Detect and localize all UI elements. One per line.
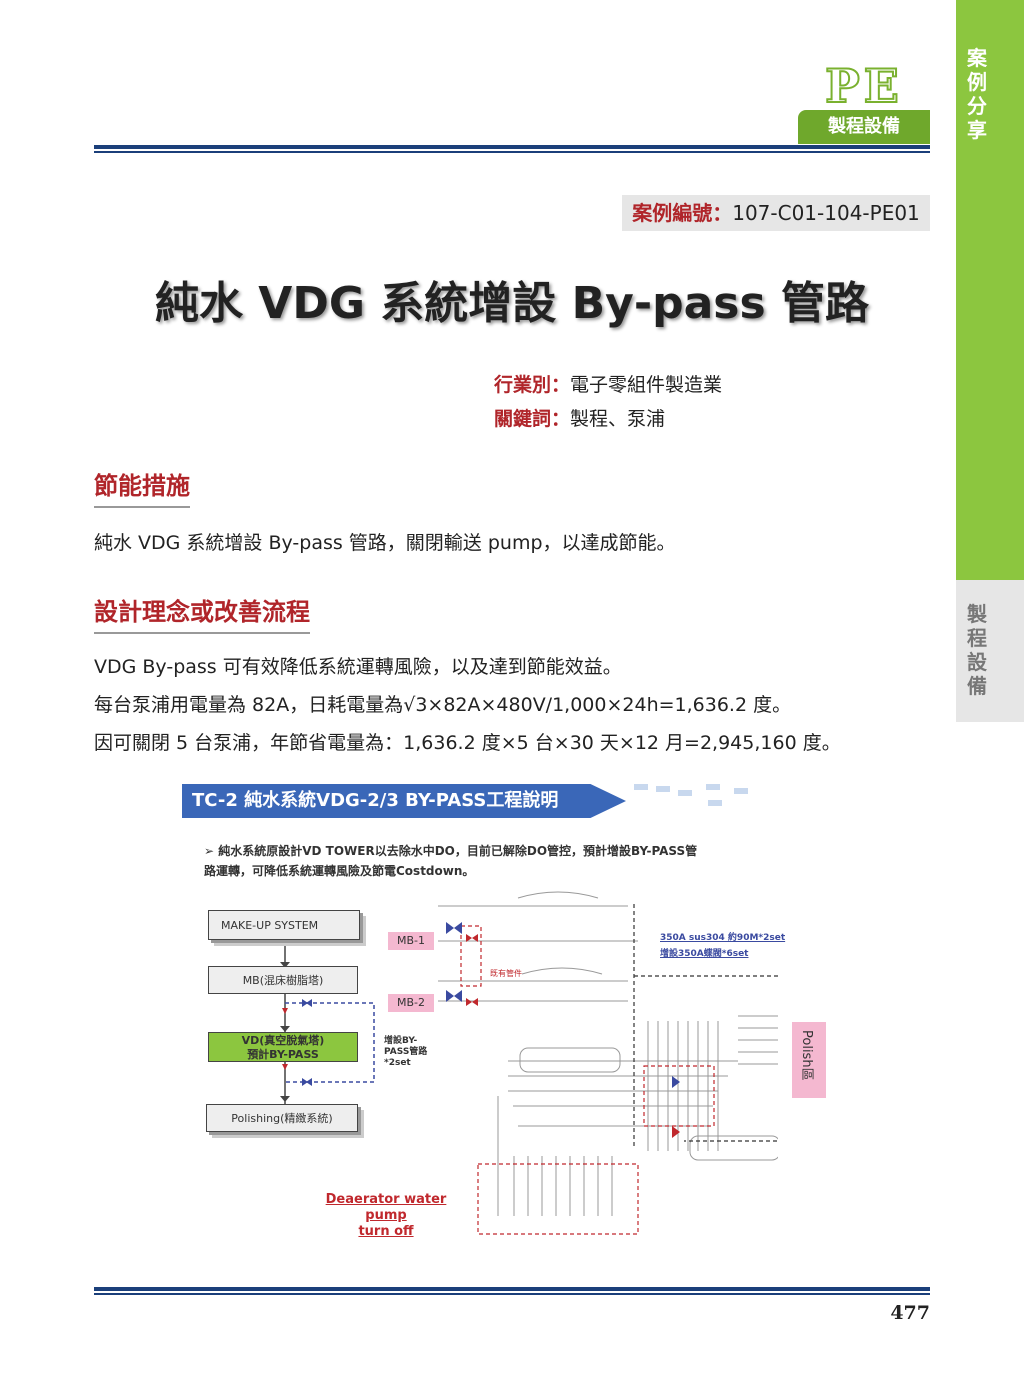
category-label: 製程設備 [798,110,930,144]
side-tab-inactive-bg [956,580,1024,722]
valve-note: 增設350A蝶閥*6set [660,949,749,959]
header-rule-thin [94,151,930,153]
design-line-2: 每台泵浦用電量為 82A，日耗電量為√3×82A×480V/1,000×24h=… [94,694,792,716]
figure-title: TC-2 純水系統VDG-2/3 BY-PASS工程說明 [182,784,626,818]
makeup-system-box: MAKE-UP SYSTEM [208,910,360,940]
section-heading-design: 設計理念或改善流程 [94,594,310,634]
vd-box: VD(真空脫氣塔)預計BY-PASS [208,1032,358,1062]
measures-text: 純水 VDG 系統增設 By-pass 管路，關閉輸送 pump，以達成節能。 [94,532,676,554]
page-number: 477 [890,1302,930,1324]
section-heading-measures: 節能措施 [94,468,190,508]
figure-bullet-1: ➢ 純水系統原設計VD TOWER以去除水中DO，目前已解除DO管控，預計增設B… [204,844,698,858]
figure-bullet-2: 路運轉，可降低系統運轉風險及節電Costdown。 [204,864,475,878]
bypass-note: 增設BY-PASS管路*2set [384,1036,428,1068]
case-number: 案例編號：107-C01-104-PE01 [622,195,930,231]
page-title: 純水 VDG 系統增設 By-pass 管路 [154,278,869,329]
pe-logo: PE [824,59,903,113]
header-rule [94,145,930,149]
mb-box: MB(混床樹脂塔) [208,966,358,994]
polish-tag: Polish區 [792,1022,826,1098]
side-tab-active[interactable]: 案例分享 [967,46,987,142]
design-line-3: 因可關閉 5 台泵浦，年節省電量為：1,636.2 度×5 台×30 天×12 … [94,732,841,754]
industry-meta: 行業別：電子零組件製造業 [494,374,723,396]
design-line-1: VDG By-pass 可有效降低系統運轉風險，以及達到節能效益。 [94,656,622,678]
existing-note: 既有管件 [490,969,522,978]
mb2-tag: MB-2 [388,994,434,1012]
polishing-box: Polishing(精緻系統) [206,1104,358,1132]
side-tab-active-bg [956,0,1024,580]
mb1-tag: MB-1 [388,932,434,950]
footer-rule-thin [94,1293,930,1295]
side-tab-inactive[interactable]: 製程設備 [967,602,987,698]
footer-rule [94,1287,930,1291]
bypass-diagram [280,784,778,1235]
pipe-note: 350A sus304 約90M*2set [660,933,786,943]
keywords-meta: 關鍵詞：製程、泵浦 [494,408,666,430]
